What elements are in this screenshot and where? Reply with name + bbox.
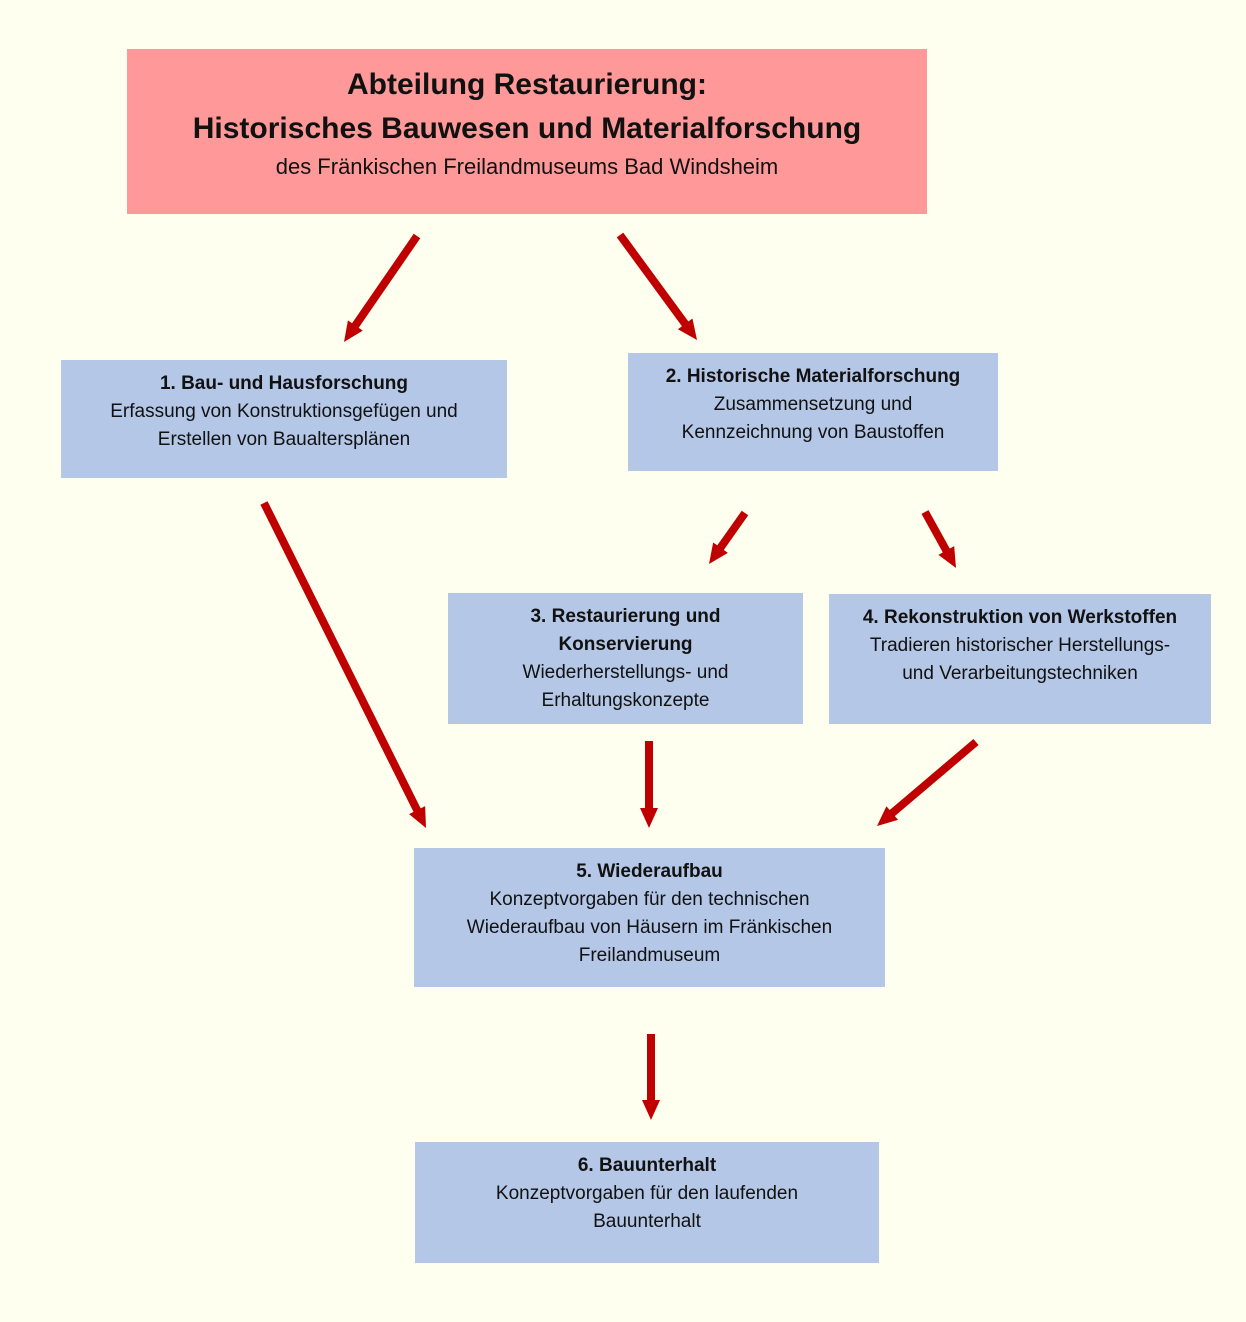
node-historische-materialforschung: 2. Historische Materialforschung Zusamme…	[628, 353, 998, 471]
arrow-node-1-to-node-5	[260, 501, 426, 828]
node-text-line: Kennzeichnung von Baustoffen	[681, 422, 945, 443]
arrow-node-5-to-node-6	[642, 1034, 660, 1120]
arrow-shaft	[716, 510, 749, 552]
node-rekonstruktion-von-werkstoffen: 4. Rekonstruktion von Werkstoffen Tradie…	[829, 594, 1211, 724]
arrow-node-3-to-node-5	[640, 741, 658, 828]
arrow-header-to-node-2	[616, 232, 697, 340]
arrow-head	[642, 1100, 660, 1120]
arrow-head	[677, 318, 697, 340]
node-restaurierung-und-konservierung: 3. Restaurierung und Konservierung Wiede…	[448, 593, 803, 724]
arrow-shaft	[888, 738, 979, 818]
header-title-line-1: Abteilung Restaurierung:	[346, 68, 707, 101]
header-title-line-2: Historisches Bauwesen und Materialforsch…	[192, 112, 862, 145]
node-text-line: Wiederaufbau von Häusern im Fränkischen	[466, 917, 833, 938]
node-text-line: Erfassung von Konstruktionsgefügen und	[110, 401, 458, 422]
node-wiederaufbau: 5. Wiederaufbau Konzeptvorgaben für den …	[414, 848, 885, 987]
header-box: Abteilung Restaurierung: Historisches Ba…	[127, 49, 927, 214]
node-title: 3. Restaurierung und Konservierung	[530, 606, 721, 655]
node-text-line: Konzeptvorgaben für den laufenden	[495, 1183, 799, 1204]
arrow-shaft	[616, 232, 690, 328]
arrow-shaft	[921, 510, 951, 555]
arrow-head	[877, 806, 899, 826]
node-text-line: Freilandmuseum	[578, 945, 721, 966]
node-text-line: Wiederherstellungs- und	[522, 662, 729, 683]
node-text-line: und Verarbeitungstechniken	[902, 663, 1138, 684]
arrow-shaft	[350, 233, 421, 330]
arrow-header-to-node-1	[344, 233, 421, 342]
node-bau-und-hausforschung: 1. Bau- und Hausforschung Erfassung von …	[61, 360, 507, 478]
arrow-node-2-to-node-4	[921, 510, 956, 568]
node-text-line: Zusammensetzung und	[713, 394, 913, 415]
arrow-node-4-to-node-5	[877, 738, 979, 826]
node-title: 5. Wiederaufbau	[576, 861, 723, 882]
arrow-head	[409, 806, 426, 828]
node-text-line: Erstellen von Baualtersplänen	[157, 429, 411, 450]
arrow-node-2-to-node-3	[709, 510, 749, 564]
arrow-head	[640, 808, 658, 828]
node-title: 2. Historische Materialforschung	[665, 366, 961, 387]
node-text-line: Bauunterhalt	[593, 1211, 701, 1232]
arrow-head	[344, 320, 363, 342]
arrow-shaft	[260, 501, 422, 814]
arrow-head	[938, 546, 956, 568]
node-title: 4. Rekonstruktion von Werkstoffen	[862, 607, 1178, 628]
node-title: 1. Bau- und Hausforschung	[159, 373, 409, 394]
node-text-line: Tradieren historischer Herstellungs-	[869, 635, 1171, 656]
arrow-head	[709, 542, 728, 564]
node-text-line: Konzeptvorgaben für den technischen	[489, 889, 810, 910]
node-title: 6. Bauunterhalt	[577, 1155, 717, 1176]
node-text-line: Erhaltungskonzepte	[541, 690, 710, 711]
node-bauunterhalt: 6. Bauunterhalt Konzeptvorgaben für den …	[415, 1142, 879, 1263]
header-subtitle: des Fränkischen Freilandmuseums Bad Wind…	[275, 154, 779, 179]
